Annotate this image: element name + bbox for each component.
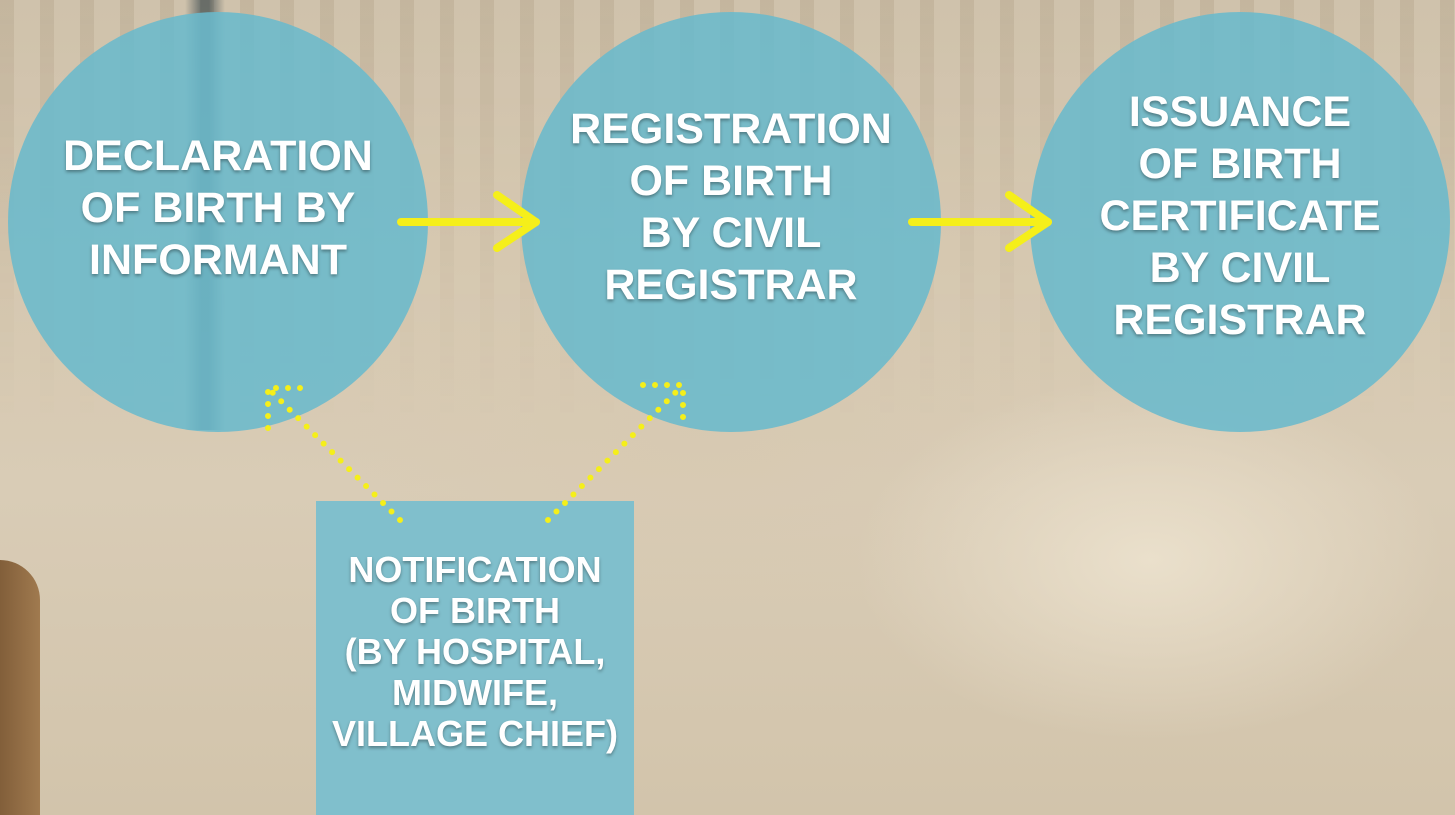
arrow-declaration-to-registration — [397, 191, 540, 252]
issuance-label: ISSUANCE OF BIRTH CERTIFICATE BY CIVIL R… — [1099, 88, 1381, 344]
notification-label: NOTIFICATION OF BIRTH (BY HOSPITAL, MIDW… — [332, 549, 618, 754]
issuance-node: ISSUANCE OF BIRTH CERTIFICATE BY CIVIL R… — [1030, 12, 1450, 432]
registration-node: REGISTRATION OF BIRTH BY CIVIL REGISTRAR — [521, 12, 941, 432]
notification-box: NOTIFICATION OF BIRTH (BY HOSPITAL, MIDW… — [316, 501, 634, 815]
registration-label: REGISTRATION OF BIRTH BY CIVIL REGISTRAR — [570, 105, 892, 309]
dotted-arrow-notification-to-declaration — [265, 385, 403, 523]
arrow-registration-to-issuance — [908, 191, 1052, 252]
background-figure — [0, 560, 40, 815]
declaration-node: DECLARATION OF BIRTH BY INFORMANT — [8, 12, 428, 432]
dotted-arrow-notification-to-registration — [545, 382, 686, 523]
declaration-label: DECLARATION OF BIRTH BY INFORMANT — [63, 132, 373, 284]
